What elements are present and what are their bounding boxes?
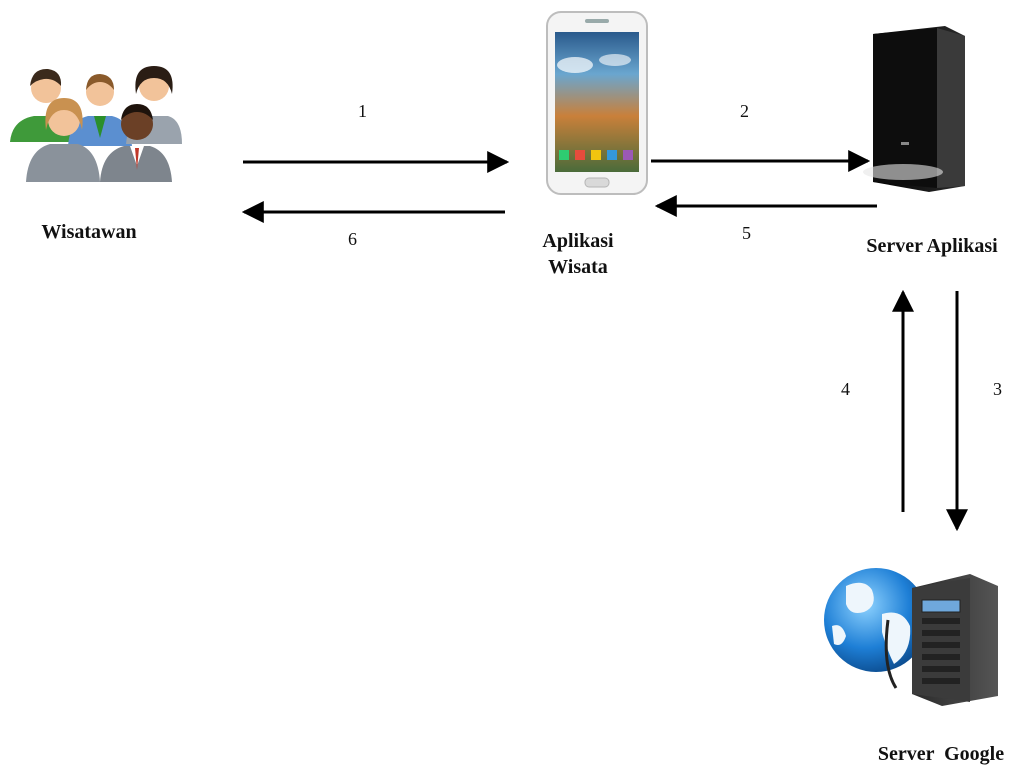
server-tower-icon xyxy=(833,22,973,194)
google-server-label: Server Google xyxy=(877,743,1005,765)
step-1-label: 1 xyxy=(358,101,367,121)
app-server-label: Server Aplikasi xyxy=(866,235,998,257)
app-label-line1: Aplikasi xyxy=(542,230,614,252)
people-group-icon xyxy=(8,58,184,182)
tourist-label: Wisatawan xyxy=(41,221,137,243)
app-label-line2: Wisata xyxy=(548,256,608,278)
smartphone-icon xyxy=(545,10,649,196)
step-3-label: 3 xyxy=(993,379,1002,399)
step-5-label: 5 xyxy=(742,223,751,243)
globe-server-icon xyxy=(802,556,1012,708)
step-6-label: 6 xyxy=(348,229,357,249)
step-2-label: 2 xyxy=(740,101,749,121)
step-4-label: 4 xyxy=(841,379,850,399)
